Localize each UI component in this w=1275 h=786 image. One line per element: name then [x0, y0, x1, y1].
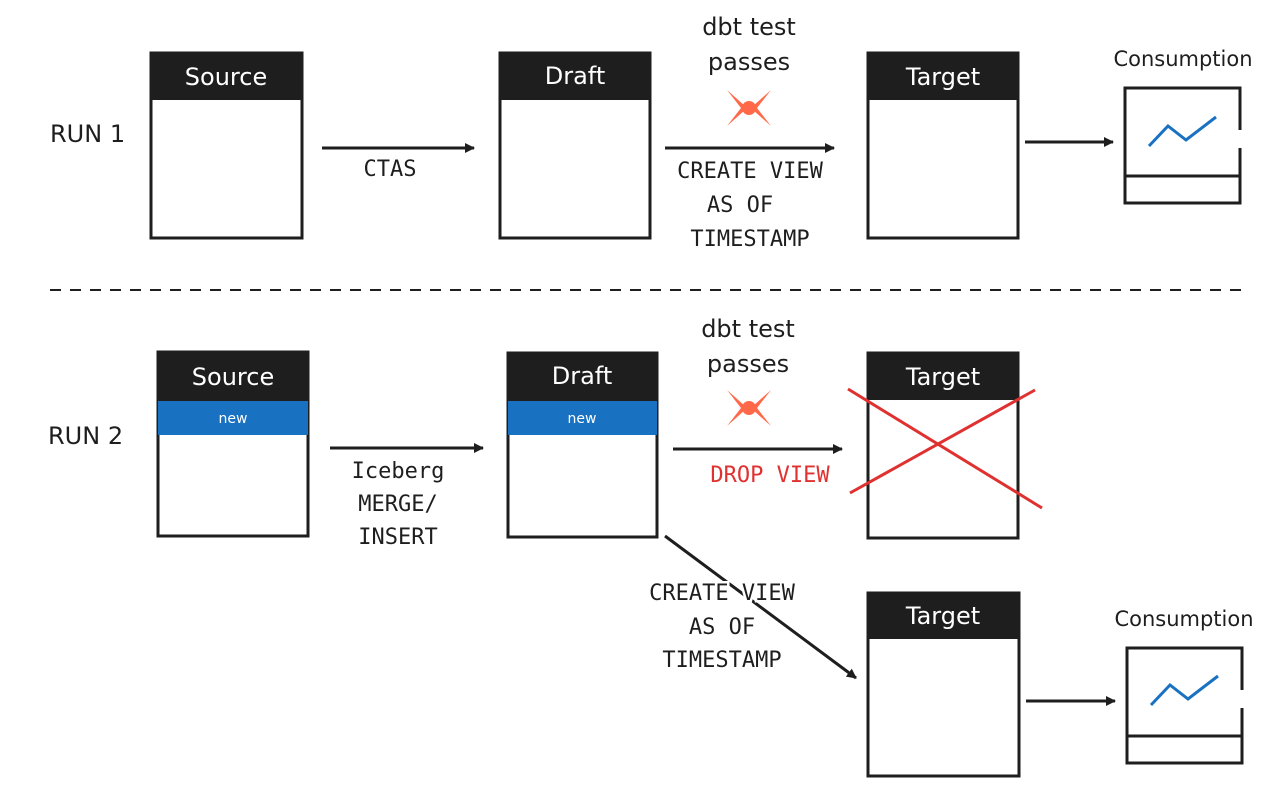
run1-draft-title: Draft	[545, 62, 606, 90]
run2-label: RUN 2	[48, 422, 123, 450]
run2-create-view-line3: TIMESTAMP	[662, 648, 781, 673]
run1-source-box: Source	[149, 51, 304, 240]
run2-merge-line1: Iceberg	[352, 459, 445, 484]
run1-line-chart-icon	[1123, 86, 1242, 205]
run2-old-target-box: Target	[866, 351, 1020, 540]
run2-source-title: Source	[192, 363, 274, 391]
run1-create-view-line1: CREATE VIEW	[677, 159, 823, 184]
run1-ctas-label: CTAS	[364, 157, 417, 182]
run1-create-view-line2: AS OF	[707, 193, 773, 218]
run2-draft-title: Draft	[552, 362, 613, 390]
run2-merge-line3: INSERT	[358, 525, 437, 550]
run1-dbt-caption-line1: dbt test	[702, 13, 796, 41]
run1-target-box: Target	[866, 51, 1020, 240]
run2-source-box: Source new	[156, 350, 310, 538]
run2-dbt-caption-line1: dbt test	[701, 315, 795, 343]
run2-draft-new-label: new	[568, 411, 597, 427]
run2-create-view-line1: CREATE VIEW	[649, 581, 795, 606]
run2-old-target-title: Target	[905, 363, 980, 391]
run2-source-new-label: new	[219, 411, 248, 427]
run2-create-view-arrow	[664, 534, 857, 680]
run2-create-view-line2: AS OF	[689, 615, 755, 640]
run1-source-title: Source	[185, 63, 267, 91]
run2-line-chart-icon	[1125, 646, 1244, 765]
run2-new-target-title: Target	[905, 602, 980, 630]
run2-consumption-title: Consumption	[1114, 607, 1253, 631]
run1-consumption-title: Consumption	[1113, 47, 1252, 71]
run1-dbt-logo-icon	[727, 90, 771, 126]
run2-dbt-caption-line2: passes	[707, 350, 789, 378]
run2-draft-box: Draft new	[506, 351, 659, 539]
run1-create-view-line3: TIMESTAMP	[690, 227, 809, 252]
run1-dbt-caption-line2: passes	[708, 48, 790, 76]
run1-target-title: Target	[905, 63, 980, 91]
run2-drop-view-label: DROP VIEW	[710, 463, 830, 488]
run2-dbt-logo-icon	[727, 390, 771, 426]
run1-draft-box: Draft	[498, 51, 652, 240]
run2-merge-line2: MERGE/	[358, 492, 437, 517]
run2-cross-out-icon	[847, 387, 1043, 510]
run1-label: RUN 1	[50, 120, 125, 148]
run2-new-target-box: Target	[866, 591, 1021, 778]
